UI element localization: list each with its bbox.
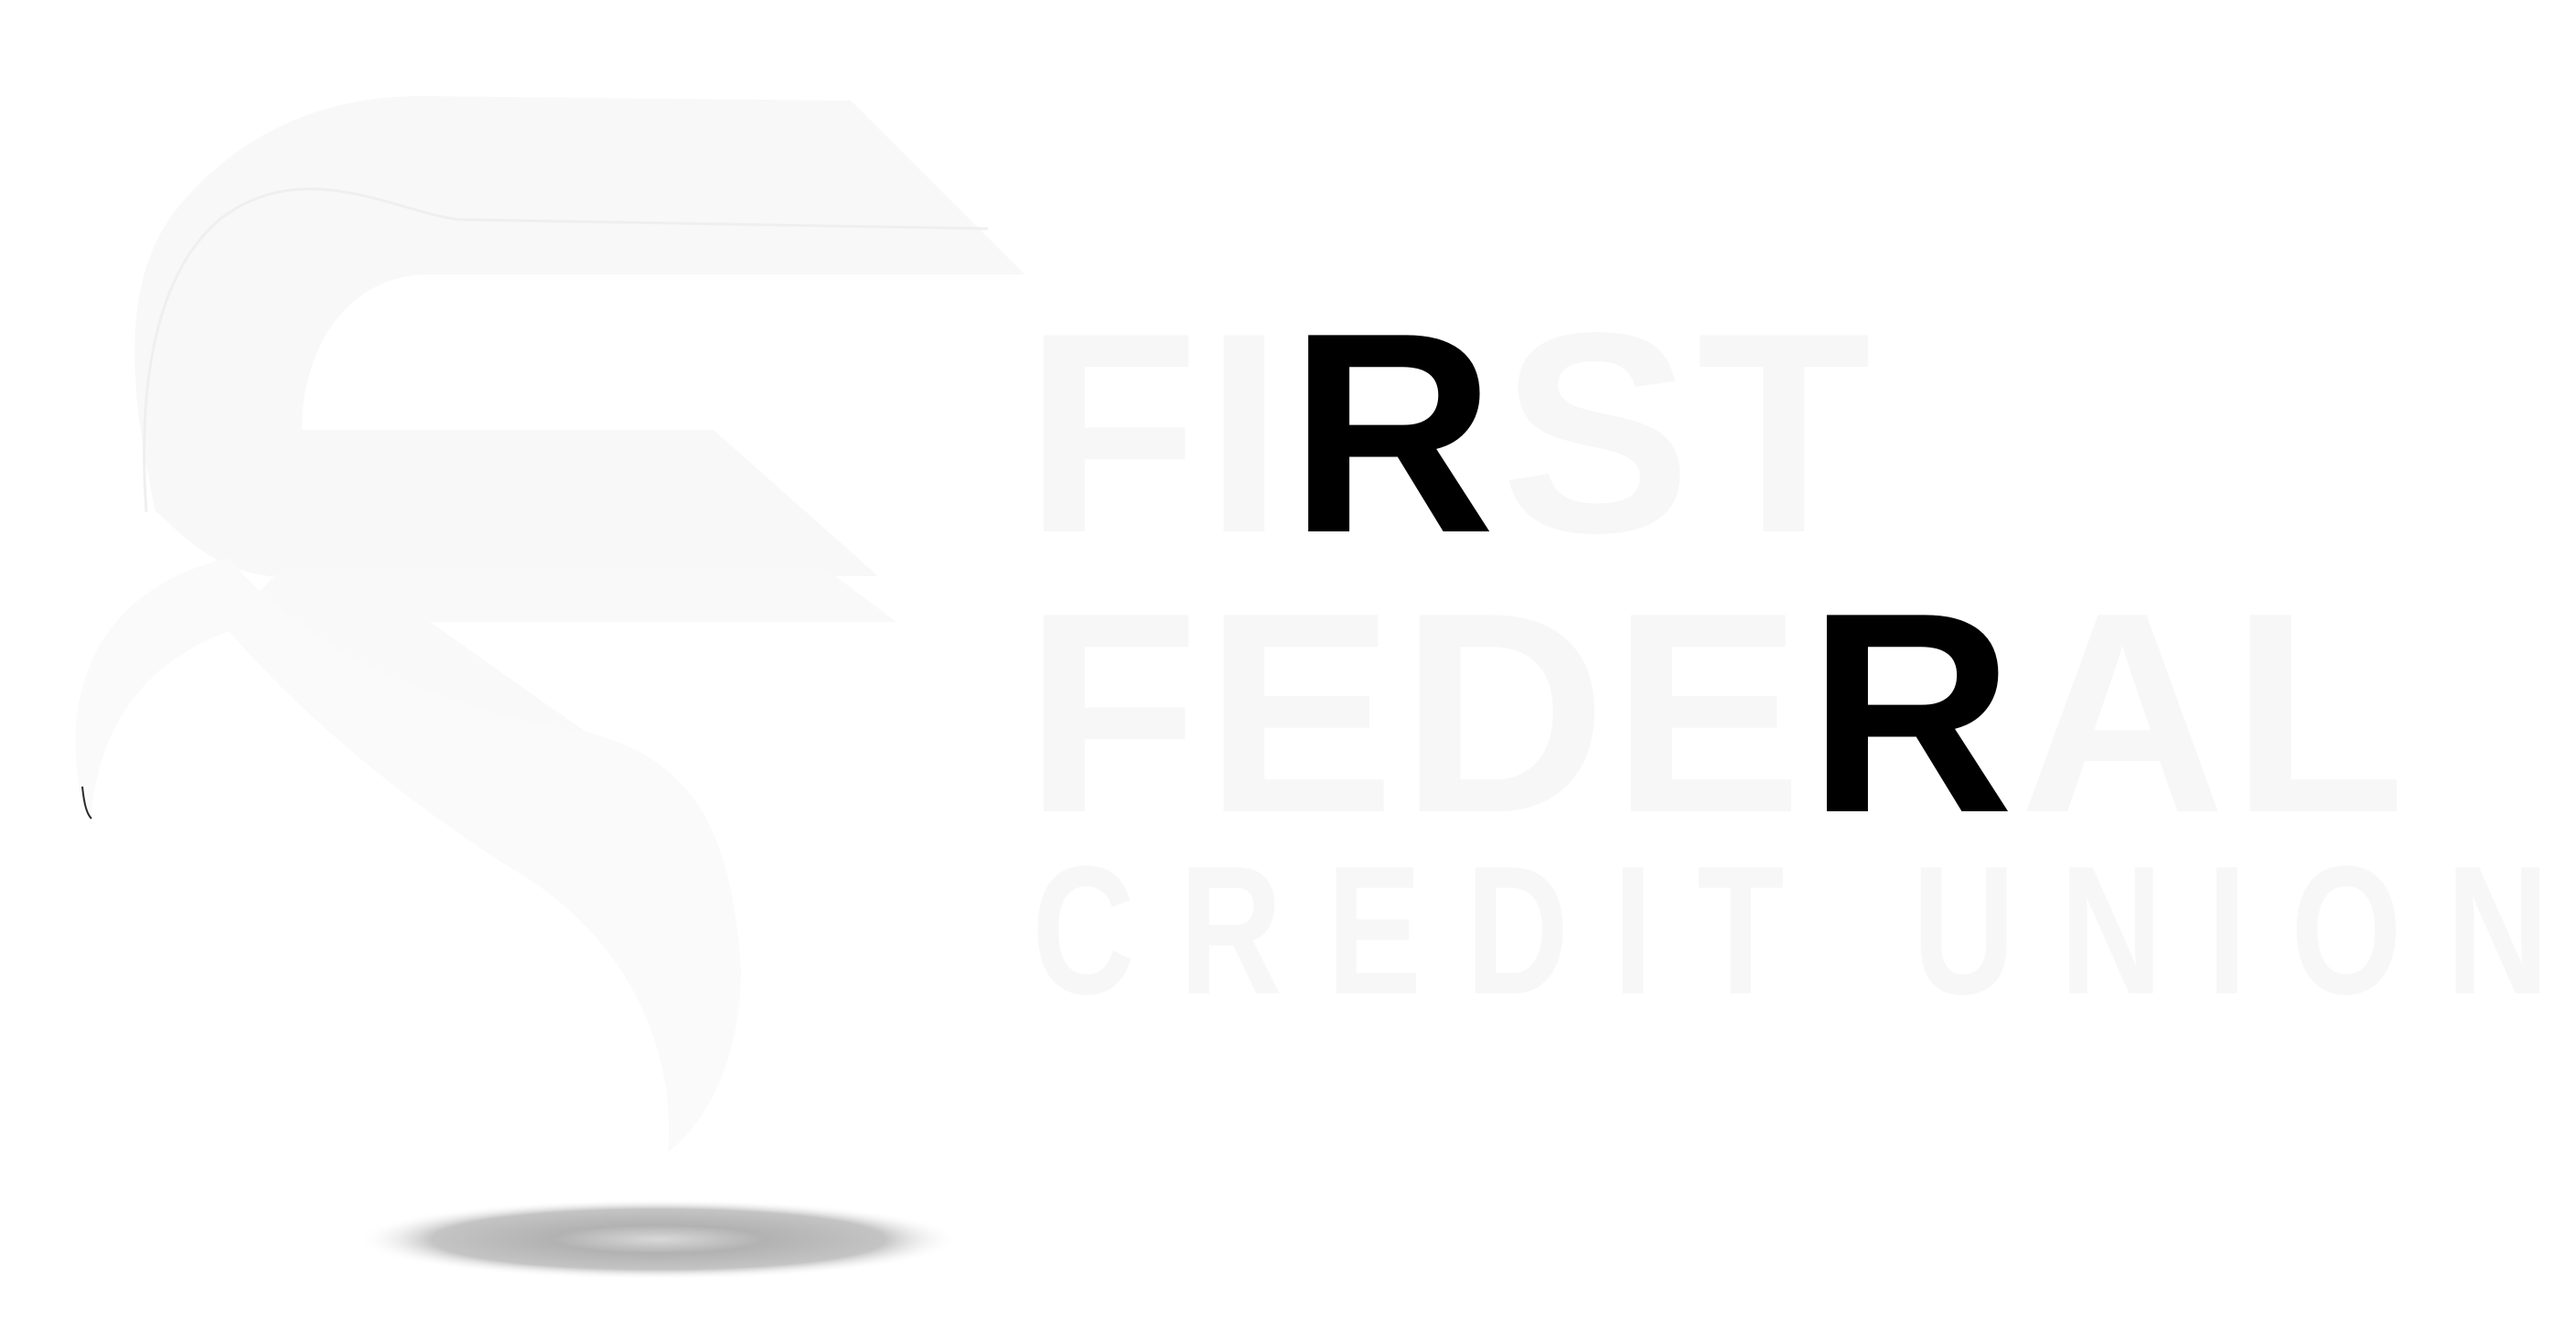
letter-a: A [2019, 554, 2231, 873]
letter-r-highlight: R [1808, 554, 2020, 873]
letter-f: F [1025, 274, 1205, 593]
letter-i: I [1204, 274, 1290, 593]
letter-e: E [1612, 554, 1809, 873]
upper-swoosh-inner-edge [143, 187, 989, 513]
lower-swoosh-shape [75, 558, 742, 1152]
lower-swoosh-edge [81, 786, 92, 819]
letter-s: S [1500, 274, 1697, 593]
wordmark-credit-union: CREDIT UNION [1032, 829, 2576, 1033]
wordmark-federal: FEDERAL [1025, 571, 2410, 856]
letter-f: F [1025, 554, 1205, 873]
letter-l: L [2230, 554, 2411, 873]
ground-shadow [357, 1199, 961, 1280]
letter-t: T [1696, 274, 1877, 593]
letter-r-highlight: R [1289, 274, 1501, 593]
letter-e: E [1204, 554, 1401, 873]
wordmark-first: FIRST [1025, 291, 1876, 576]
letter-d: D [1400, 554, 1613, 873]
upper-swoosh-shape [134, 96, 1025, 577]
